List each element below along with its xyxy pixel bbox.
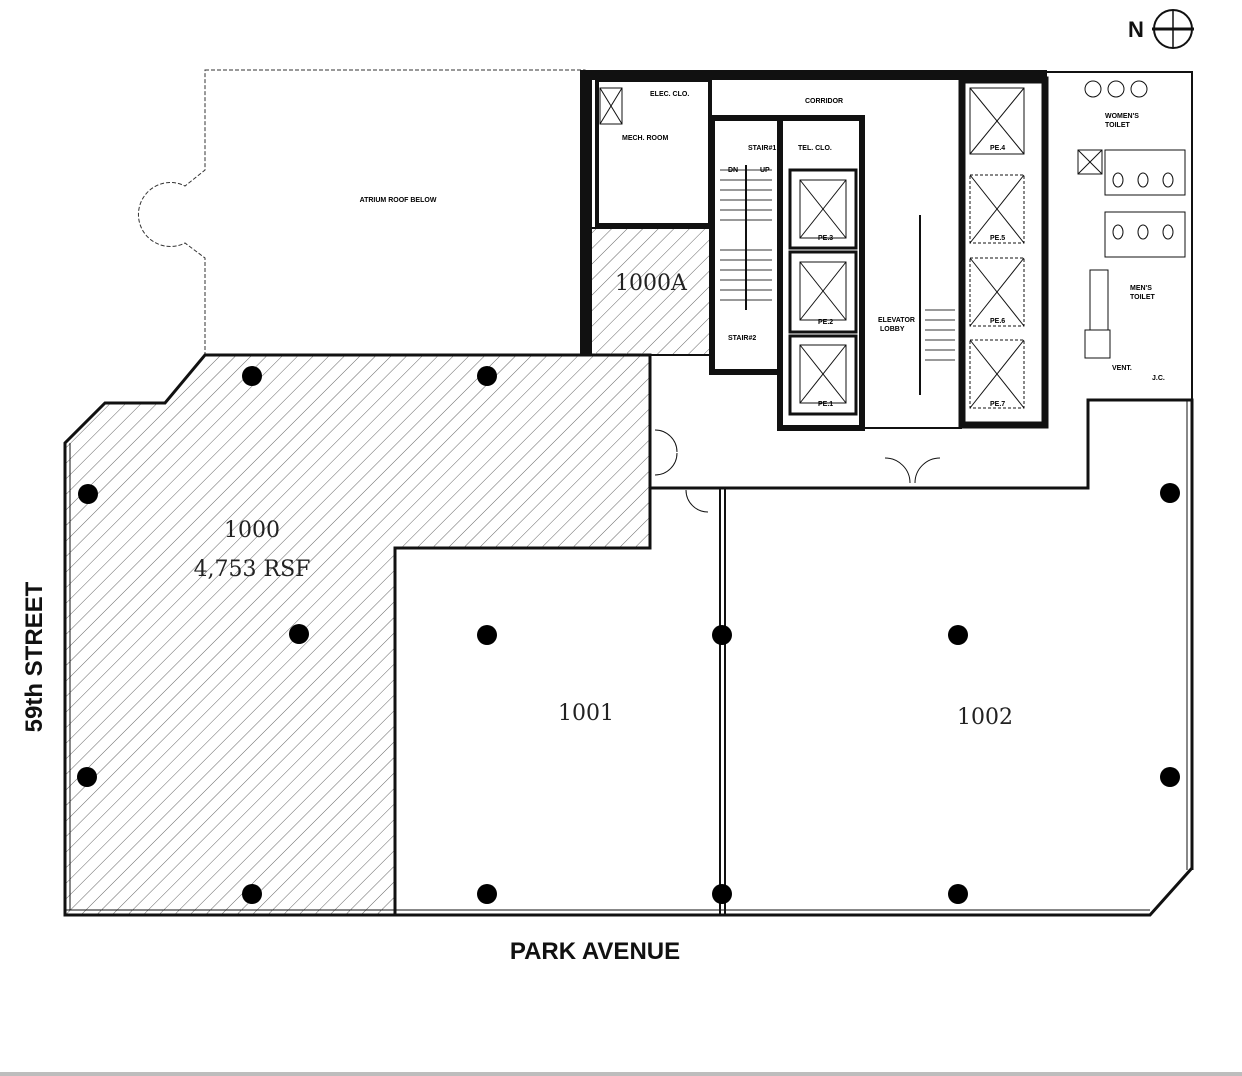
mens-label-1: MEN'S (1130, 285, 1152, 292)
structural-columns (77, 366, 1180, 904)
north-arrow-icon: N (1128, 9, 1194, 49)
lobby-label-2: LOBBY (880, 326, 905, 333)
stair-dn-label: DN (728, 167, 738, 174)
elevator-pe2-icon (788, 250, 858, 334)
pe5-label: PE.5 (990, 235, 1005, 242)
suite-1000-label: 1000 (224, 518, 280, 543)
pe6-label: PE.6 (990, 318, 1005, 325)
compass-label: N (1128, 17, 1144, 42)
suite-1001-label: 1001 (558, 701, 614, 726)
elevator-pe6-icon (969, 257, 1025, 327)
elevator-pe3-icon (788, 168, 858, 250)
janitor-closet-label: J.C. (1152, 375, 1165, 382)
pe7-label: PE.7 (990, 401, 1005, 408)
pe2-label: PE.2 (818, 319, 833, 326)
atrium-label: ATRIUM ROOF BELOW (360, 197, 437, 204)
suite-1000-area (63, 353, 652, 917)
59th-street-label: 59th STREET (21, 581, 48, 732)
womens-label-2: TOILET (1105, 122, 1130, 129)
pe4-label: PE.4 (990, 145, 1005, 152)
suite-1002-label: 1002 (957, 705, 1013, 730)
elec-closet-label: ELEC. CLO. (650, 91, 689, 98)
stair2-label: STAIR#2 (728, 335, 756, 342)
elevator-pe7-icon (969, 339, 1025, 409)
atrium-roof: ATRIUM ROOF BELOW (137, 69, 586, 356)
elevator-pe4-icon (969, 87, 1025, 155)
suite-1000-area-label: 4,753 RSF (194, 557, 311, 582)
footer-rule (0, 1072, 1242, 1076)
stair-up-label: UP (760, 167, 770, 174)
mech-room-label: MECH. ROOM (622, 135, 668, 142)
womens-label-1: WOMEN'S (1105, 113, 1139, 120)
tel-closet-label: TEL. CLO. (798, 145, 832, 152)
elevator-pe5-icon (969, 174, 1025, 244)
elevator-pe1-icon (788, 334, 858, 416)
suite-1000a-label: 1000A (615, 271, 688, 296)
building-core: ELEC. CLO. MECH. ROOM CORRIDOR STAIR#1 S… (580, 70, 1193, 513)
pe1-label: PE.1 (818, 401, 833, 408)
mens-label-2: TOILET (1130, 294, 1155, 301)
vent-label: VENT. (1112, 365, 1132, 372)
corridor-label: CORRIDOR (805, 98, 843, 105)
stair1-label: STAIR#1 (748, 145, 776, 152)
lobby-label-1: ELEVATOR (878, 317, 915, 324)
pe3-label: PE.3 (818, 235, 833, 242)
park-avenue-label: PARK AVENUE (510, 938, 680, 965)
